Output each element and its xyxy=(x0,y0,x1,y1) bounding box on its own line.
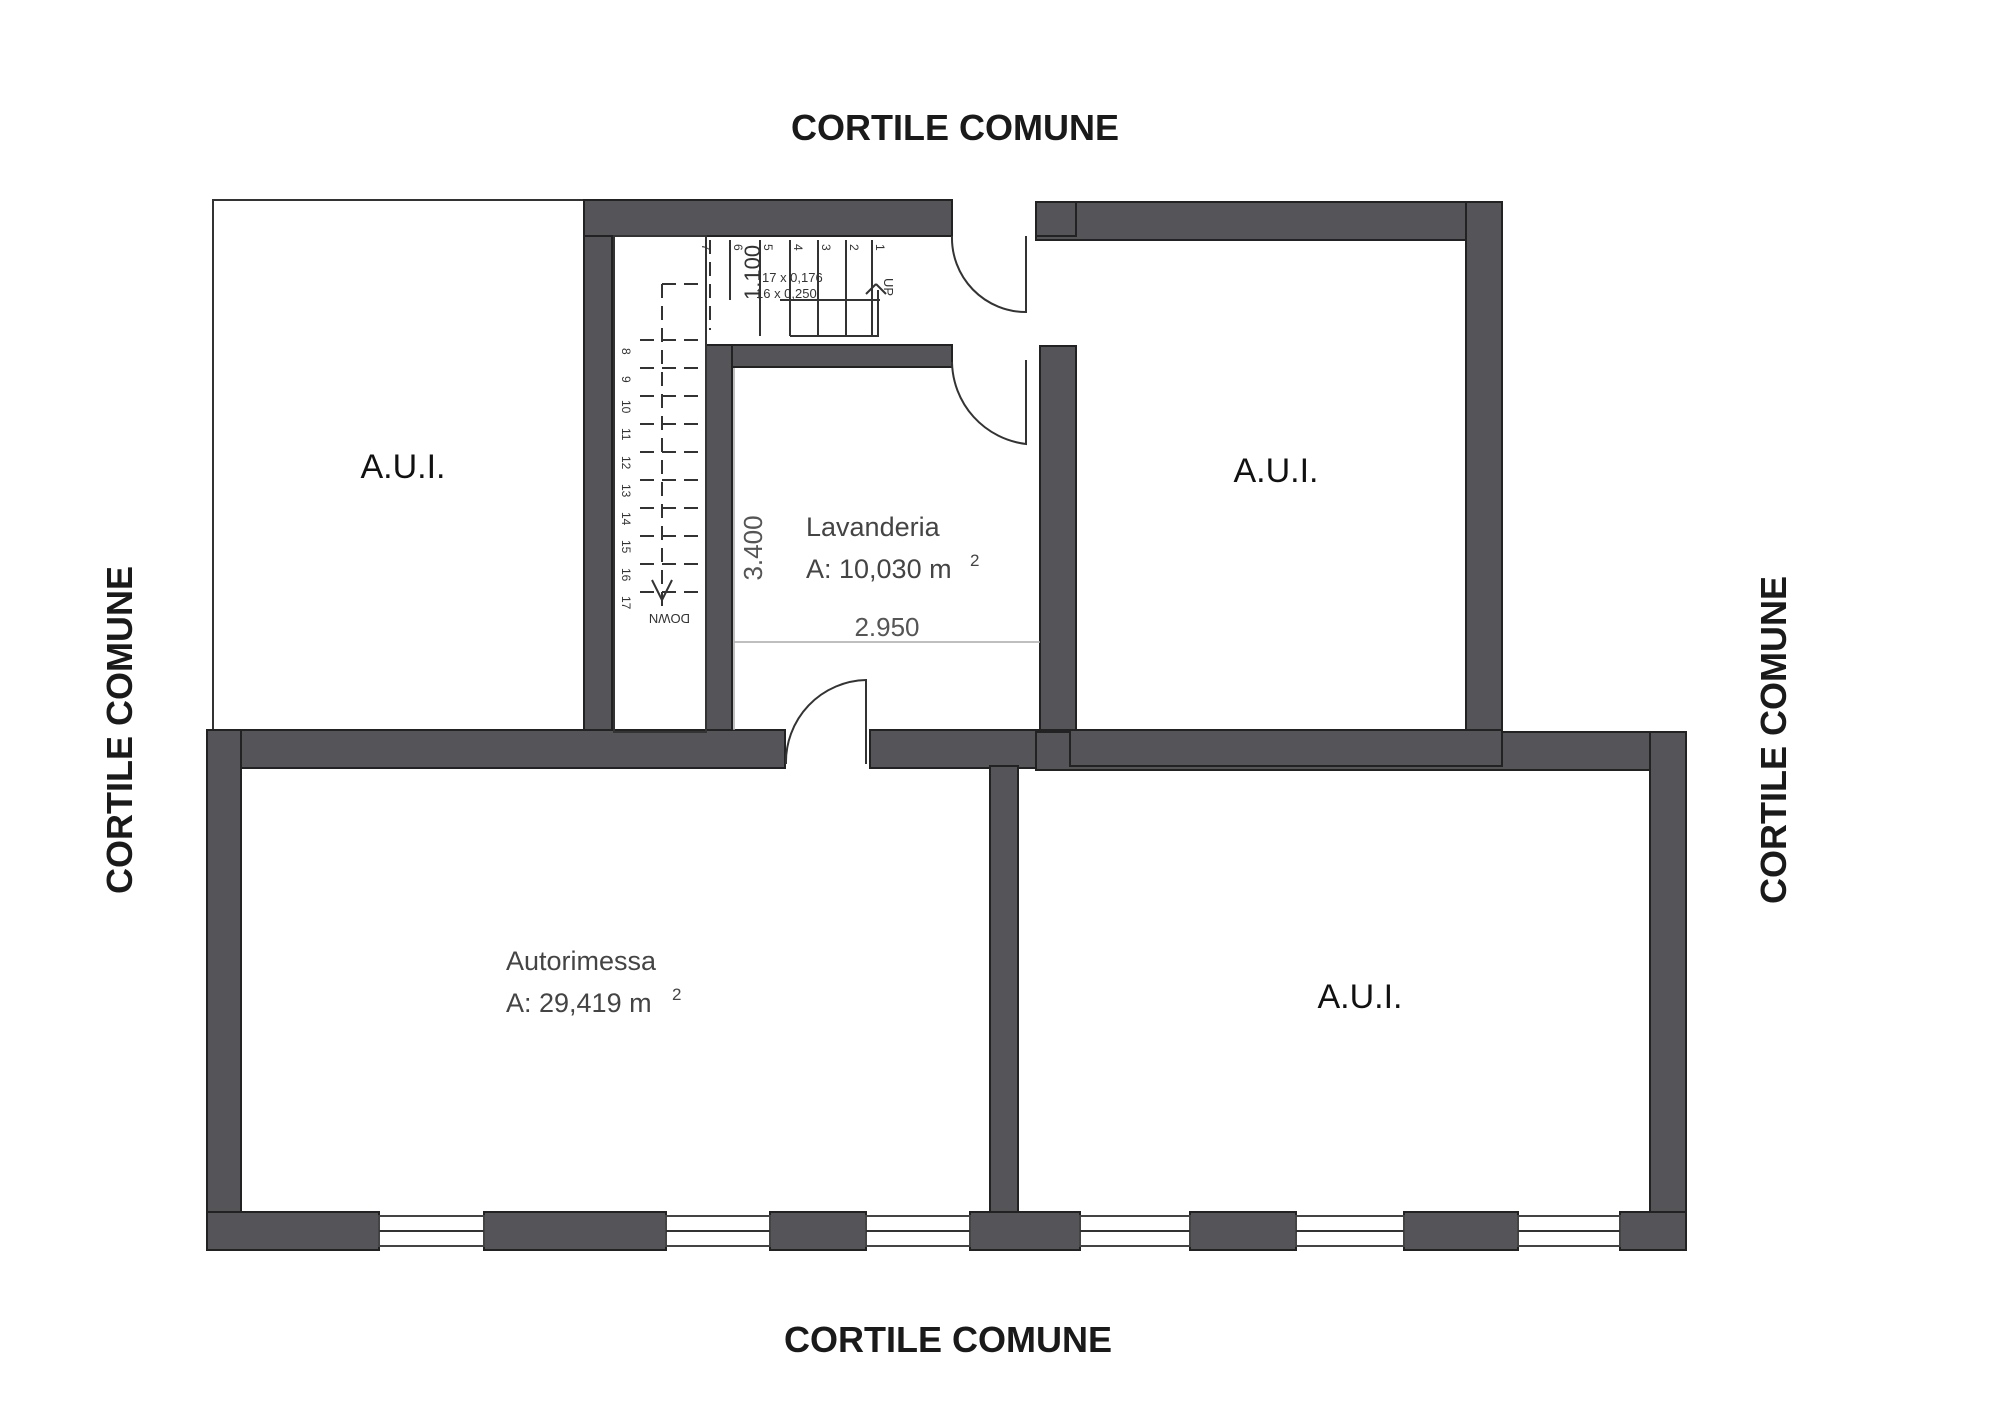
svg-text:16: 16 xyxy=(619,568,633,582)
svg-text:8: 8 xyxy=(619,348,633,355)
right-top-bottom-wall xyxy=(1069,729,1503,767)
svg-text:14: 14 xyxy=(619,512,633,526)
autorimessa-left-wall xyxy=(206,729,242,1251)
svg-text:15: 15 xyxy=(619,540,633,554)
door-swing-autorimessa xyxy=(784,678,867,765)
room-label-aui-right-top: A.U.I. xyxy=(1233,452,1318,490)
svg-text:2: 2 xyxy=(847,244,861,251)
stair-down-label: DOWN xyxy=(649,611,690,626)
lavanderia-right-wall xyxy=(1039,345,1077,735)
stair-lower-treads xyxy=(640,283,706,610)
central-dividing-wall xyxy=(989,765,1019,1251)
svg-text:6: 6 xyxy=(731,244,745,251)
staircase: 8 9 10 11 12 13 14 15 16 17 7 6 5 4 3 2 … xyxy=(613,235,896,733)
door-swing-entrance xyxy=(950,235,1027,314)
stair-up-arrow xyxy=(865,283,887,295)
svg-text:5: 5 xyxy=(761,244,775,251)
right-top-wall xyxy=(1035,201,1503,241)
courtyard-label-left: CORTILE COMUNE xyxy=(99,566,140,894)
courtyard-label-bottom: CORTILE COMUNE xyxy=(784,1319,1112,1360)
stair-down-arrow xyxy=(651,579,673,601)
right-exterior-wall xyxy=(1649,731,1687,1251)
stair-step-numbers-lower: 8 9 10 11 12 13 14 15 16 17 xyxy=(619,348,633,610)
svg-text:17: 17 xyxy=(619,596,633,610)
lavanderia-dimensions: 2.950 3.400 xyxy=(733,368,1040,730)
right-top-left-wall-a xyxy=(1035,201,1077,237)
svg-text:3: 3 xyxy=(819,244,833,251)
svg-text:11: 11 xyxy=(619,428,633,441)
room-area-lavanderia: A: 10,030 m xyxy=(806,554,952,584)
lavanderia-width: 2.950 xyxy=(854,612,919,642)
stair-up-label: UP xyxy=(881,278,896,296)
room-area-autorimessa: A: 29,419 m xyxy=(506,988,652,1018)
bottom-wall-6 xyxy=(1403,1211,1519,1251)
room-label-aui-right-bottom: A.U.I. xyxy=(1317,978,1402,1016)
room-name-autorimessa: Autorimessa xyxy=(506,946,657,976)
svg-text:10: 10 xyxy=(619,400,633,414)
courtyard-label-right: CORTILE COMUNE xyxy=(1753,576,1794,904)
stair-tread-note: 16 x 0,250 xyxy=(756,286,817,301)
walls xyxy=(206,199,1687,1251)
svg-text:9: 9 xyxy=(619,376,633,383)
bottom-wall-4 xyxy=(969,1211,1081,1251)
stair-left-wall xyxy=(583,199,613,734)
svg-text:4: 4 xyxy=(791,244,805,251)
svg-text:1: 1 xyxy=(873,244,887,251)
room-label-aui-left: A.U.I. xyxy=(360,448,445,486)
stair-top-wall xyxy=(583,199,953,237)
bottom-wall-5 xyxy=(1189,1211,1297,1251)
room-name-lavanderia: Lavanderia xyxy=(806,512,941,542)
svg-text:13: 13 xyxy=(619,484,633,498)
stair-upper-treads xyxy=(709,240,880,337)
lavanderia-height: 3.400 xyxy=(738,515,768,580)
svg-text:7: 7 xyxy=(699,244,713,251)
stair-riser-note: 17 x 0,176 xyxy=(762,270,823,285)
stair-inner-wall xyxy=(705,344,953,368)
lavanderia-left-wall xyxy=(705,344,733,734)
middle-wall-left xyxy=(206,729,786,769)
bottom-wall-7 xyxy=(1619,1211,1687,1251)
right-top-right-wall xyxy=(1465,201,1503,739)
room-area-lavanderia-exponent: 2 xyxy=(970,551,979,570)
windows xyxy=(378,1215,1621,1247)
bottom-wall-2 xyxy=(483,1211,667,1251)
courtyard-label-top: CORTILE COMUNE xyxy=(791,107,1119,148)
door-swing-lavanderia xyxy=(951,360,1027,446)
doors xyxy=(784,235,1027,765)
room-area-autorimessa-exponent: 2 xyxy=(672,985,681,1004)
bottom-wall-3 xyxy=(769,1211,867,1251)
svg-text:12: 12 xyxy=(619,456,633,470)
bottom-wall-1 xyxy=(206,1211,380,1251)
landing-dimension: 1.100 xyxy=(740,245,765,300)
stair-step-numbers-upper: 7 6 5 4 3 2 1 xyxy=(699,244,887,251)
